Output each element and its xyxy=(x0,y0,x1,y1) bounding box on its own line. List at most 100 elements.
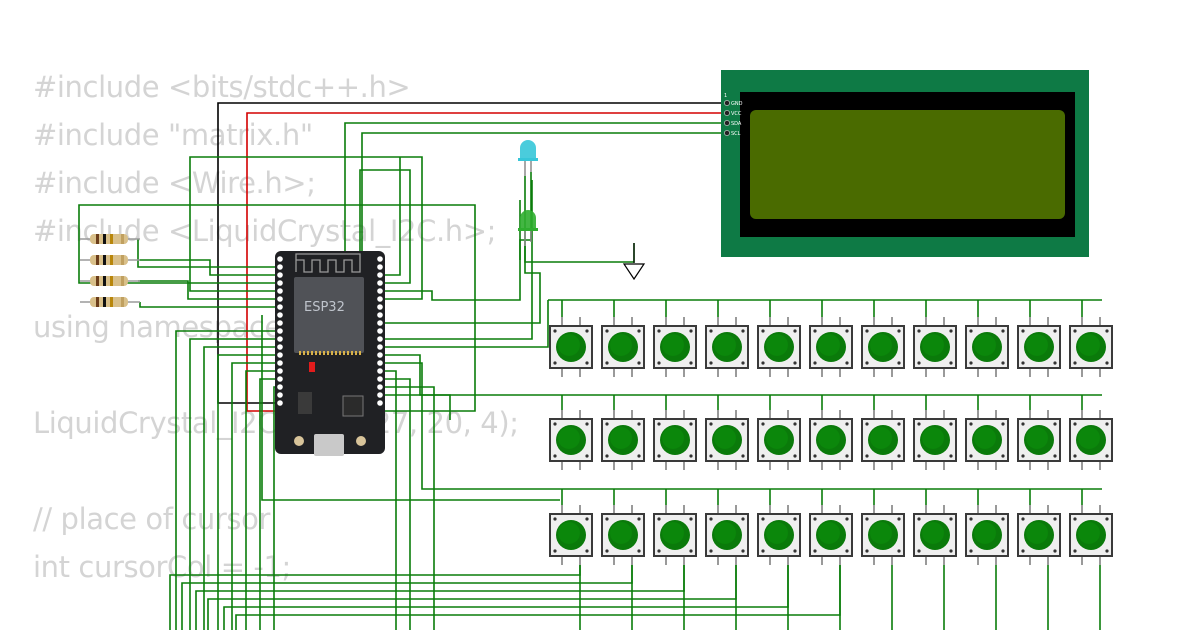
wire xyxy=(231,362,280,630)
pushbutton[interactable] xyxy=(1069,505,1113,565)
esp32-pin[interactable] xyxy=(277,400,283,406)
wire xyxy=(380,157,401,276)
resistor[interactable] xyxy=(80,255,140,265)
esp32-pin[interactable] xyxy=(377,288,383,294)
esp32-usb-chip xyxy=(342,395,364,417)
pushbutton[interactable] xyxy=(1017,505,1061,565)
wire xyxy=(189,156,423,300)
esp32-pin[interactable] xyxy=(377,352,383,358)
pushbutton[interactable] xyxy=(653,410,697,470)
esp32-pin[interactable] xyxy=(377,280,383,286)
esp32-board[interactable]: ESP32 xyxy=(275,251,385,456)
pushbutton[interactable] xyxy=(549,317,593,377)
esp32-pin[interactable] xyxy=(277,392,283,398)
esp32-pin[interactable] xyxy=(377,336,383,342)
pushbutton[interactable] xyxy=(913,410,957,470)
pushbutton[interactable] xyxy=(705,505,749,565)
green-led[interactable] xyxy=(518,210,538,246)
esp32-pin[interactable] xyxy=(377,360,383,366)
esp32-pin[interactable] xyxy=(277,344,283,350)
pushbutton[interactable] xyxy=(549,410,593,470)
wire xyxy=(137,239,280,268)
pushbutton[interactable] xyxy=(549,505,593,565)
esp32-pin[interactable] xyxy=(377,312,383,318)
esp32-pin[interactable] xyxy=(377,256,383,262)
esp32-pin[interactable] xyxy=(277,336,283,342)
module-pad xyxy=(315,351,317,355)
pushbutton[interactable] xyxy=(809,410,853,470)
pushbutton[interactable] xyxy=(653,317,697,377)
esp32-pin[interactable] xyxy=(277,368,283,374)
esp32-pin[interactable] xyxy=(277,360,283,366)
pushbutton[interactable] xyxy=(1069,317,1113,377)
esp32-pin[interactable] xyxy=(377,304,383,310)
pushbutton[interactable] xyxy=(965,410,1009,470)
esp32-pin[interactable] xyxy=(377,272,383,278)
esp32-pin[interactable] xyxy=(377,392,383,398)
pushbutton[interactable] xyxy=(1017,317,1061,377)
esp32-pin[interactable] xyxy=(377,328,383,334)
resistor[interactable] xyxy=(80,276,140,286)
lcd-pin[interactable] xyxy=(724,120,730,126)
pushbutton[interactable] xyxy=(809,505,853,565)
esp32-pin[interactable] xyxy=(277,264,283,270)
resistor[interactable] xyxy=(80,234,140,244)
esp32-pin[interactable] xyxy=(277,384,283,390)
wire xyxy=(380,386,435,630)
resistor[interactable] xyxy=(80,297,140,307)
lcd-pin-index: 1 xyxy=(724,93,727,99)
pushbutton[interactable] xyxy=(965,505,1009,565)
pushbutton[interactable] xyxy=(705,317,749,377)
esp32-pin[interactable] xyxy=(377,320,383,326)
esp32-pin[interactable] xyxy=(277,256,283,262)
pushbutton[interactable] xyxy=(809,317,853,377)
esp32-pin[interactable] xyxy=(277,304,283,310)
pushbutton[interactable] xyxy=(913,505,957,565)
pushbutton[interactable] xyxy=(653,505,697,565)
esp32-pin[interactable] xyxy=(377,400,383,406)
esp32-pin[interactable] xyxy=(277,320,283,326)
esp32-pin[interactable] xyxy=(277,280,283,286)
cyan-led[interactable] xyxy=(518,140,538,176)
lcd-pin-label: VCC xyxy=(731,111,742,117)
lcd-pin[interactable] xyxy=(724,100,730,106)
pushbutton[interactable] xyxy=(705,410,749,470)
pushbutton[interactable] xyxy=(601,317,645,377)
pushbutton[interactable] xyxy=(757,505,801,565)
esp32-pin[interactable] xyxy=(277,328,283,334)
wire xyxy=(361,132,727,316)
esp32-pin[interactable] xyxy=(277,352,283,358)
pushbutton[interactable] xyxy=(913,317,957,377)
lcd-pin[interactable] xyxy=(724,130,730,136)
esp32-pin[interactable] xyxy=(377,296,383,302)
pushbutton[interactable] xyxy=(861,410,905,470)
esp32-pin[interactable] xyxy=(377,376,383,382)
pushbutton[interactable] xyxy=(861,505,905,565)
wire xyxy=(380,394,451,420)
esp32-pin[interactable] xyxy=(277,312,283,318)
lcd-pin[interactable] xyxy=(724,110,730,116)
esp32-pin[interactable] xyxy=(377,264,383,270)
esp32-pin[interactable] xyxy=(377,344,383,350)
pushbutton[interactable] xyxy=(757,317,801,377)
pushbutton[interactable] xyxy=(965,317,1009,377)
pushbutton[interactable] xyxy=(1017,410,1061,470)
esp32-pin[interactable] xyxy=(277,296,283,302)
wire xyxy=(380,300,549,348)
esp32-pin[interactable] xyxy=(377,368,383,374)
module-pad xyxy=(307,351,309,355)
pushbutton[interactable] xyxy=(601,505,645,565)
pushbutton[interactable] xyxy=(1069,410,1113,470)
esp32-reset-button[interactable] xyxy=(294,436,304,446)
wire xyxy=(207,565,737,630)
esp32-boot-button[interactable] xyxy=(356,436,366,446)
pushbutton[interactable] xyxy=(757,410,801,470)
esp32-pin[interactable] xyxy=(277,288,283,294)
esp32-pin[interactable] xyxy=(277,272,283,278)
pushbutton[interactable] xyxy=(601,410,645,470)
pushbutton[interactable] xyxy=(861,317,905,377)
esp32-pin[interactable] xyxy=(277,376,283,382)
esp32-pin[interactable] xyxy=(377,384,383,390)
